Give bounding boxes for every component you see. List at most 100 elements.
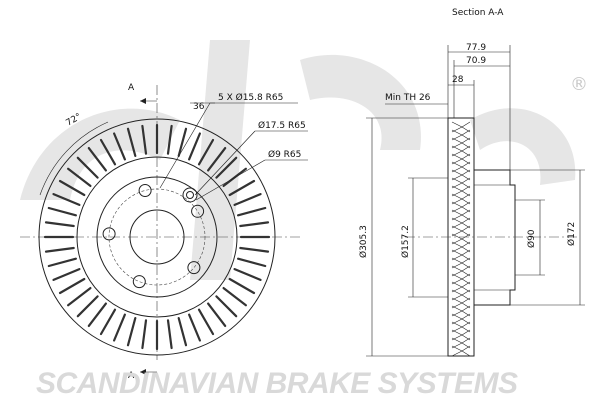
cooling-vane: [239, 246, 270, 253]
cooling-vane: [141, 319, 148, 350]
hatch-mark: [461, 321, 471, 333]
hatch-mark: [461, 169, 471, 181]
hatch-mark: [461, 177, 471, 189]
bolt-holes: [102, 184, 205, 289]
cooling-vane: [76, 156, 99, 179]
spacing-label: 36: [193, 102, 205, 112]
cooling-vane: [188, 313, 201, 342]
hatch-mark: [461, 137, 471, 149]
hatch-mark: [461, 345, 471, 357]
cooling-vane: [99, 308, 117, 336]
cooling-vane: [239, 221, 270, 228]
cooling-vane: [233, 193, 262, 206]
cooling-vane: [126, 317, 137, 347]
hatch-mark: [461, 217, 471, 229]
large-bolt-hole: [182, 187, 198, 203]
disc-section-view: Section A-A 77.9 70.9 28 Min TH 26 Ø305.…: [358, 8, 585, 357]
cooling-vane: [177, 317, 188, 347]
cooling-vane: [166, 319, 173, 350]
hat-diameter-dim: Ø157.2: [400, 225, 411, 258]
small-hole-label: Ø9 R65: [268, 149, 301, 160]
cooling-vane: [215, 156, 238, 179]
hatch-mark: [461, 329, 471, 341]
cooling-vane: [47, 257, 78, 268]
cooling-vane: [99, 138, 117, 166]
small-bolt-hole: [186, 191, 194, 199]
bolt-hole: [102, 227, 116, 241]
hatch-mark: [461, 241, 471, 253]
cooling-vane: [215, 295, 238, 318]
disc-front-view: 72° A A 5 X Ø15.8 R65 36 Ø17.5 R65 Ø9 R6…: [20, 83, 308, 381]
bore-diameter-dim: Ø90: [526, 229, 537, 248]
cooling-vane: [207, 147, 227, 172]
cooling-vane: [237, 257, 267, 268]
hatch-mark: [461, 265, 471, 277]
total-width-dim: 77.9: [466, 43, 486, 53]
cooling-vane: [58, 179, 86, 197]
cooling-vane: [166, 124, 173, 155]
cooling-vane: [233, 268, 262, 281]
cooling-vane: [44, 246, 75, 253]
cooling-vane: [141, 124, 148, 155]
large-hole-label: Ø17.5 R65: [258, 120, 306, 131]
cooling-vanes: [43, 123, 271, 351]
cooling-vane: [112, 132, 127, 161]
hatch-mark: [461, 289, 471, 301]
registered-mark: ®: [570, 74, 588, 95]
hole-pattern-label: 5 X Ø15.8 R65: [218, 92, 283, 103]
cooling-vane: [76, 295, 99, 318]
outer-diameter-dim: Ø305.3: [358, 225, 369, 258]
cooling-vane: [188, 132, 201, 161]
bolt-hole: [138, 184, 152, 197]
cooling-vane: [52, 268, 81, 281]
hatch-mark: [461, 185, 471, 197]
cooling-vane: [87, 147, 108, 172]
cooling-vane: [112, 313, 127, 342]
cooling-vane: [207, 302, 227, 327]
hatch-mark: [461, 225, 471, 237]
cooling-vane: [52, 193, 81, 206]
hatch-mark: [461, 233, 471, 245]
cooling-vane: [177, 127, 188, 157]
cooling-vane: [66, 287, 92, 307]
hatch-mark: [461, 257, 471, 269]
cooling-vane: [66, 167, 92, 187]
hatch-mark: [461, 193, 471, 205]
bolt-hole: [191, 204, 205, 218]
hatch-mark: [461, 121, 471, 133]
section-marker-bottom: A: [128, 371, 135, 381]
section-hatch: [451, 121, 471, 357]
cooling-vane: [222, 287, 247, 307]
cooling-vane: [237, 206, 267, 217]
hatch-mark: [461, 129, 471, 141]
hatch-mark: [461, 161, 471, 173]
bolt-hole: [187, 261, 201, 275]
section-marker-top: A: [128, 83, 135, 93]
mount-diameter-dim: Ø172: [566, 222, 577, 246]
hatch-mark: [461, 249, 471, 261]
cooling-vane: [197, 138, 215, 166]
bolt-hole: [132, 275, 146, 289]
hatch-mark: [461, 201, 471, 213]
hat-width-dim: 70.9: [466, 56, 486, 66]
hatch-mark: [461, 145, 471, 157]
cooling-vane: [228, 179, 256, 197]
min-thickness-label: Min TH 26: [385, 93, 431, 103]
hatch-mark: [461, 337, 471, 349]
brand-footer: SCANDINAVIAN BRAKE SYSTEMS: [36, 367, 518, 400]
cooling-vane: [197, 308, 215, 336]
hatch-mark: [461, 313, 471, 325]
hatch-mark: [461, 305, 471, 317]
cooling-vane: [47, 206, 78, 217]
hatch-mark: [461, 281, 471, 293]
cooling-vane: [228, 277, 256, 295]
disc-thickness-dim: 28: [452, 75, 464, 85]
cooling-vane: [87, 302, 108, 327]
cooling-vane: [126, 127, 137, 157]
cooling-vane: [58, 277, 86, 295]
hatch-mark: [461, 209, 471, 221]
hatch-mark: [461, 297, 471, 309]
hatch-mark: [461, 153, 471, 165]
hatch-mark: [461, 273, 471, 285]
